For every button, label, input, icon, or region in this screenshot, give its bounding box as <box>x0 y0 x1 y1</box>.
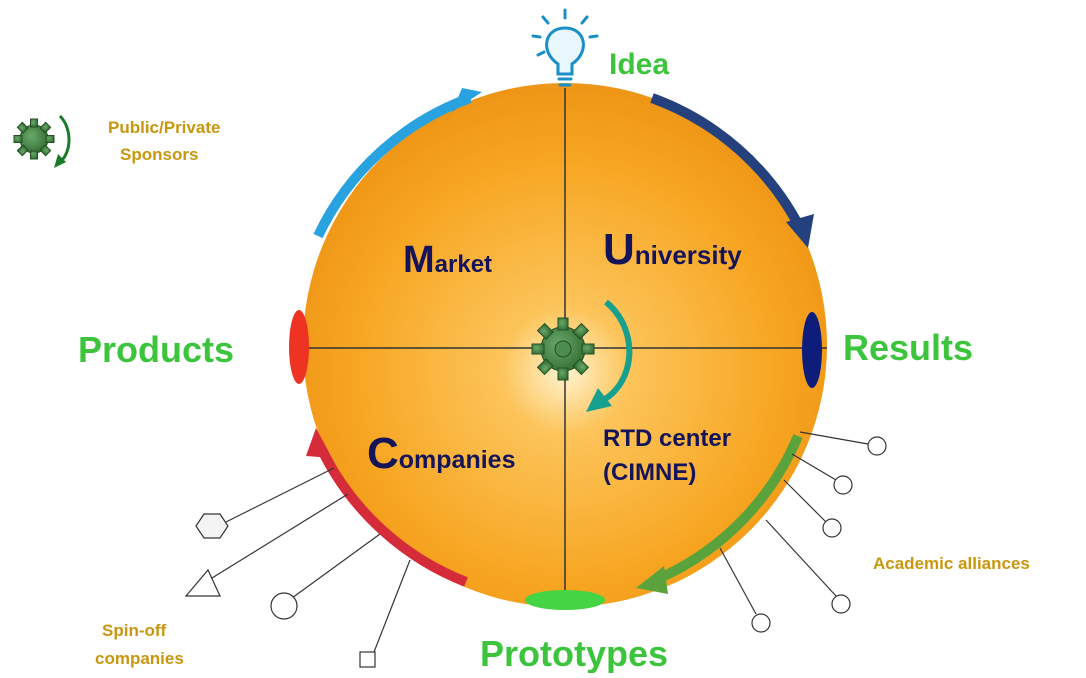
circle-icon <box>831 594 851 614</box>
lightbulb-icon <box>531 8 599 87</box>
sponsors-label-line1: Public/Private <box>108 118 220 137</box>
cimne-label: (CIMNE) <box>603 459 696 486</box>
spinoff-label-line2: companies <box>95 649 184 668</box>
arrow-head-navy <box>786 214 814 248</box>
idea-label: Idea <box>609 48 669 81</box>
prototypes-label: Prototypes <box>480 633 668 673</box>
sponsor-arrow <box>58 114 71 164</box>
arrow-head-red <box>306 428 332 458</box>
spinoff-connectors <box>184 467 411 668</box>
circle-icon <box>270 592 298 620</box>
quadrant-market-label: Market <box>403 239 492 281</box>
arrow-market-to-idea <box>313 93 472 239</box>
arrow-prototypes-to-products <box>317 447 468 587</box>
sponsor-arrow-head <box>54 154 66 168</box>
arrow-head-green <box>636 566 668 594</box>
circle-icon <box>867 436 887 456</box>
circle-icon <box>751 613 771 633</box>
products-label: Products <box>78 329 234 370</box>
quadrant-companies-label: Companies <box>367 429 515 478</box>
products-marker <box>289 310 309 384</box>
academic-connectors <box>719 431 887 633</box>
arrow-idea-to-results <box>650 93 805 231</box>
circle-icon <box>822 518 842 538</box>
square-icon <box>359 651 376 668</box>
sponsors-label-line2: Sponsors <box>120 145 198 164</box>
results-marker <box>802 312 822 388</box>
spinoff-label-line1: Spin-off <box>102 621 167 640</box>
rotation-arrow <box>598 299 633 405</box>
arrow-head-blue <box>452 88 482 112</box>
academic-alliances-label: Academic alliances <box>873 554 1030 573</box>
rtd-center-label: RTD center <box>603 425 731 452</box>
rotation-arrow-head <box>586 388 612 412</box>
quadrant-university-label: University <box>603 225 742 274</box>
triangle-icon <box>184 568 221 597</box>
hexagon-icon <box>195 513 229 539</box>
arrow-results-to-prototypes <box>657 434 803 583</box>
prototypes-marker <box>525 590 605 610</box>
circle-icon <box>833 475 853 495</box>
results-label: Results <box>843 327 973 368</box>
cog-icon <box>531 317 595 381</box>
sponsor-cog-icon <box>13 118 55 160</box>
